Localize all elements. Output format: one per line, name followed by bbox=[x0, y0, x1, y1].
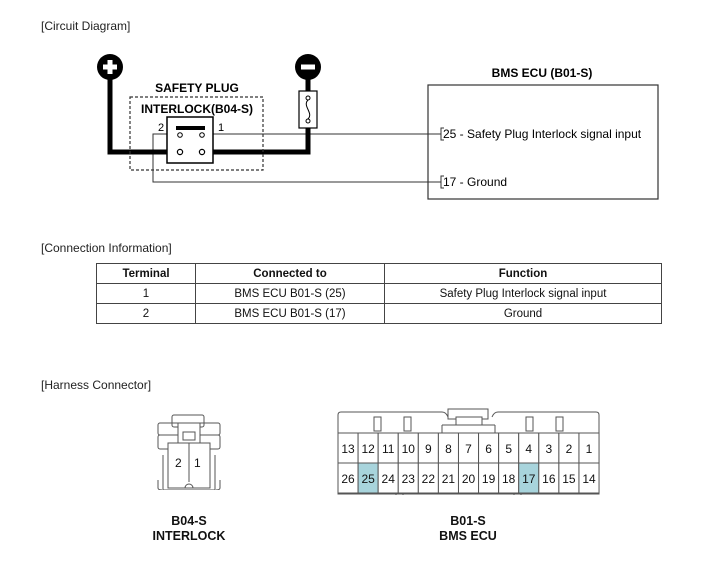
pin-label: 13 bbox=[341, 442, 355, 456]
b04s-id: B04-S bbox=[171, 514, 207, 528]
interlock-switch bbox=[166, 116, 214, 164]
table-row: 2 BMS ECU B01-S (17) Ground bbox=[96, 303, 662, 324]
contact bbox=[199, 132, 205, 138]
pin-label: 19 bbox=[482, 472, 496, 486]
header-function: Function bbox=[384, 263, 662, 284]
contact bbox=[198, 148, 206, 156]
b01s-caption: B01-S BMS ECU bbox=[418, 514, 518, 544]
pin-cell bbox=[578, 462, 600, 494]
pin-label: 4 bbox=[525, 442, 532, 456]
pin-label: 17 bbox=[522, 472, 536, 486]
pin-label: 24 bbox=[382, 472, 396, 486]
cell-terminal: 2 bbox=[96, 303, 196, 324]
safety-plug-outline bbox=[129, 96, 264, 171]
cell-function: Safety Plug Interlock signal input bbox=[384, 283, 662, 304]
pin-1-label: 1 bbox=[218, 122, 224, 134]
pin-label: 11 bbox=[382, 442, 395, 456]
circuit-diagram-heading: [Circuit Diagram] bbox=[41, 19, 131, 33]
b01s-id: B01-S bbox=[450, 514, 486, 528]
fuse-icon bbox=[298, 90, 318, 129]
b01s-name: BMS ECU bbox=[439, 529, 497, 543]
pin-label: 18 bbox=[502, 472, 516, 486]
cell-connected-to: BMS ECU B01-S (25) bbox=[195, 283, 385, 304]
b04s-name: INTERLOCK bbox=[152, 529, 226, 543]
pin-label: 7 bbox=[465, 442, 472, 456]
positive-terminal-icon bbox=[97, 54, 123, 80]
pin-label: 9 bbox=[425, 442, 432, 456]
pin-label: 25 bbox=[361, 472, 375, 486]
pin-2-label: 2 bbox=[158, 122, 164, 134]
header-terminal: Terminal bbox=[96, 263, 196, 284]
pin-label: 16 bbox=[542, 472, 556, 486]
wire-positive bbox=[107, 68, 178, 155]
cell-connected-to: BMS ECU B01-S (17) bbox=[195, 303, 385, 324]
connection-info-heading: [Connection Information] bbox=[41, 241, 172, 255]
ecu-pin-25-label: 25 - Safety Plug Interlock signal input bbox=[443, 127, 642, 141]
pin-label: 23 bbox=[402, 472, 416, 486]
b04s-caption: B04-S INTERLOCK bbox=[139, 514, 239, 544]
pin-label: 14 bbox=[582, 472, 596, 486]
pin-label: 26 bbox=[341, 472, 355, 486]
pin-label: 6 bbox=[485, 442, 492, 456]
bms-ecu-box bbox=[427, 84, 659, 200]
pin-label: 1 bbox=[586, 442, 593, 456]
ecu-pin-17-label: 17 - Ground bbox=[443, 175, 507, 189]
header-connected-to: Connected to bbox=[195, 263, 385, 284]
pin-label: 10 bbox=[402, 442, 416, 456]
pin-label: 21 bbox=[442, 472, 456, 486]
table-row: 1 BMS ECU B01-S (25) Safety Plug Interlo… bbox=[96, 283, 662, 304]
contact bbox=[176, 148, 184, 156]
ecu-title: BMS ECU (B01-S) bbox=[492, 66, 593, 80]
cell-terminal: 1 bbox=[96, 283, 196, 304]
b04s-pin-2: 2 bbox=[175, 456, 182, 470]
pin-label: 20 bbox=[462, 472, 476, 486]
pin-label: 15 bbox=[562, 472, 576, 486]
pin-label: 5 bbox=[505, 442, 512, 456]
switch-bar bbox=[176, 126, 205, 130]
harness-connector-heading: [Harness Connector] bbox=[41, 378, 152, 392]
circuit-diagram: SAFETY PLUG INTERLOCK(B04-S) 2 1 BMS ECU… bbox=[97, 54, 659, 200]
connection-table: Terminal Connected to Function 1 BMS ECU… bbox=[96, 263, 662, 324]
pin-label: 22 bbox=[422, 472, 436, 486]
b04s-pin-1: 1 bbox=[194, 456, 201, 470]
pin-label: 3 bbox=[545, 442, 552, 456]
table-header-row: Terminal Connected to Function bbox=[96, 263, 662, 284]
pin-label: 8 bbox=[445, 442, 452, 456]
b04s-connector: 2 1 bbox=[157, 414, 221, 490]
contact bbox=[177, 132, 183, 138]
pin-label: 12 bbox=[361, 442, 375, 456]
plug-title-2: INTERLOCK(B04-S) bbox=[141, 102, 253, 116]
negative-terminal-icon bbox=[295, 54, 321, 80]
cell-function: Ground bbox=[384, 303, 662, 324]
plug-title-1: SAFETY PLUG bbox=[155, 81, 239, 95]
pin-label: 2 bbox=[566, 442, 573, 456]
